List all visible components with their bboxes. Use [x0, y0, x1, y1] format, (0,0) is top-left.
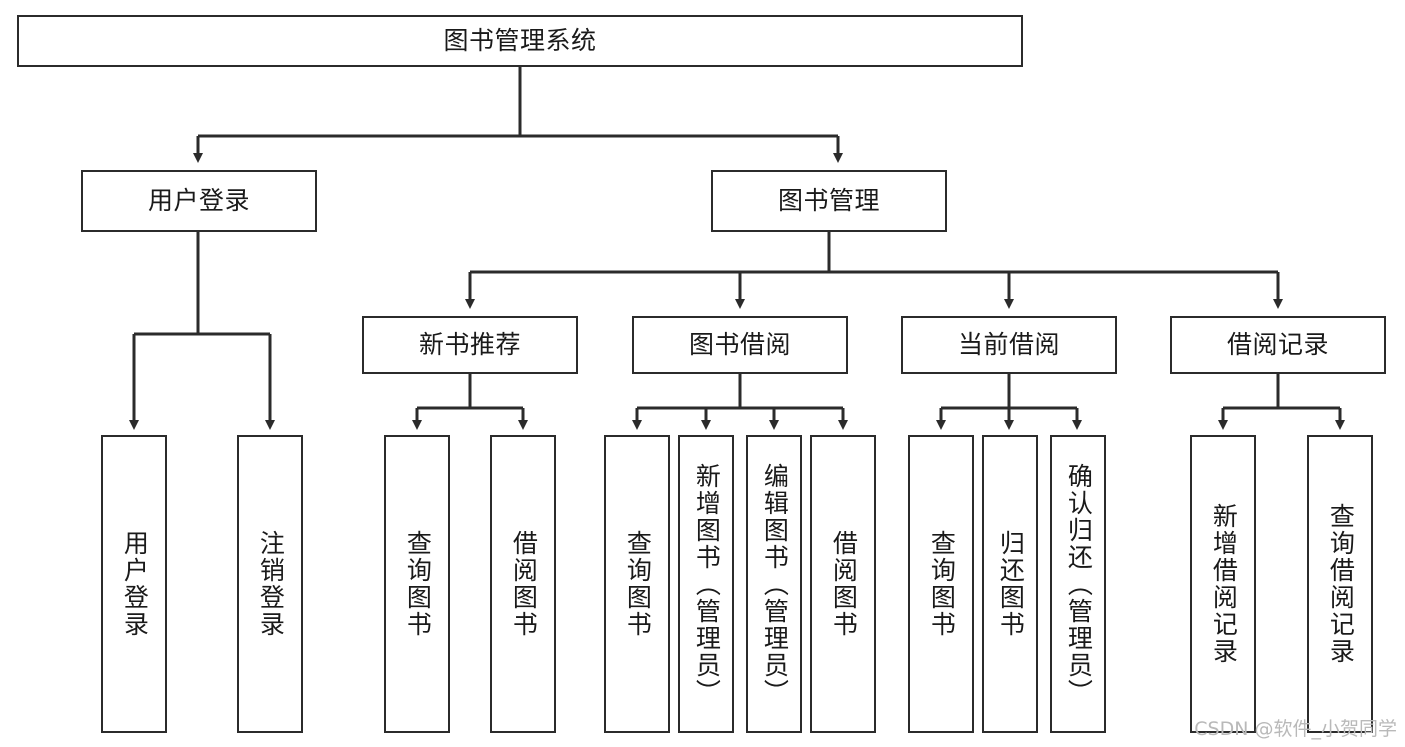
node-leaf-query-record[interactable]: 查询借阅记录: [1307, 435, 1373, 733]
node-leaf-query-book-3-label: 查询图书: [927, 530, 957, 638]
node-leaf-borrow-book-2[interactable]: 借阅图书: [810, 435, 876, 733]
node-leaf-confirm-return-label: 确认归还（管理员）: [1064, 462, 1094, 706]
node-leaf-query-book-2-label: 查询图书: [623, 530, 653, 638]
node-user-login-label: 用户登录: [147, 186, 250, 216]
node-leaf-query-book-1-label: 查询图书: [403, 530, 433, 638]
node-leaf-logout-login-label: 注销登录: [256, 530, 286, 638]
node-leaf-user-login[interactable]: 用户登录: [101, 435, 167, 733]
node-leaf-user-login-label: 用户登录: [120, 530, 150, 638]
node-user-login[interactable]: 用户登录: [81, 170, 317, 232]
node-borrow-record-label: 借阅记录: [1226, 330, 1329, 360]
node-root-label: 图书管理系统: [443, 26, 597, 56]
node-leaf-query-book-1[interactable]: 查询图书: [384, 435, 450, 733]
node-leaf-return-book[interactable]: 归还图书: [982, 435, 1038, 733]
node-leaf-query-record-label: 查询借阅记录: [1326, 503, 1356, 665]
node-book-borrow[interactable]: 图书借阅: [632, 316, 848, 374]
node-book-borrow-label: 图书借阅: [688, 330, 791, 360]
node-leaf-add-book-label: 新增图书（管理员）: [692, 462, 722, 706]
node-leaf-borrow-book-1[interactable]: 借阅图书: [490, 435, 556, 733]
node-leaf-borrow-book-1-label: 借阅图书: [509, 530, 539, 638]
node-new-book-recommend-label: 新书推荐: [418, 330, 521, 360]
node-leaf-logout-login[interactable]: 注销登录: [237, 435, 303, 733]
node-borrow-record[interactable]: 借阅记录: [1170, 316, 1386, 374]
node-leaf-query-book-2[interactable]: 查询图书: [604, 435, 670, 733]
node-leaf-borrow-book-2-label: 借阅图书: [829, 530, 859, 638]
node-leaf-confirm-return[interactable]: 确认归还（管理员）: [1050, 435, 1106, 733]
node-leaf-add-record[interactable]: 新增借阅记录: [1190, 435, 1256, 733]
node-leaf-add-record-label: 新增借阅记录: [1209, 503, 1239, 665]
node-new-book-recommend[interactable]: 新书推荐: [362, 316, 578, 374]
node-book-manage[interactable]: 图书管理: [711, 170, 947, 232]
watermark: CSDN @软件_小贺同学: [1194, 718, 1397, 740]
node-leaf-return-book-label: 归还图书: [996, 530, 1026, 638]
node-leaf-edit-book-label: 编辑图书（管理员）: [760, 462, 790, 706]
node-current-borrow[interactable]: 当前借阅: [901, 316, 1117, 374]
node-book-manage-label: 图书管理: [777, 186, 880, 216]
node-leaf-add-book[interactable]: 新增图书（管理员）: [678, 435, 734, 733]
node-leaf-query-book-3[interactable]: 查询图书: [908, 435, 974, 733]
node-current-borrow-label: 当前借阅: [957, 330, 1060, 360]
node-root[interactable]: 图书管理系统: [17, 15, 1023, 67]
node-leaf-edit-book[interactable]: 编辑图书（管理员）: [746, 435, 802, 733]
